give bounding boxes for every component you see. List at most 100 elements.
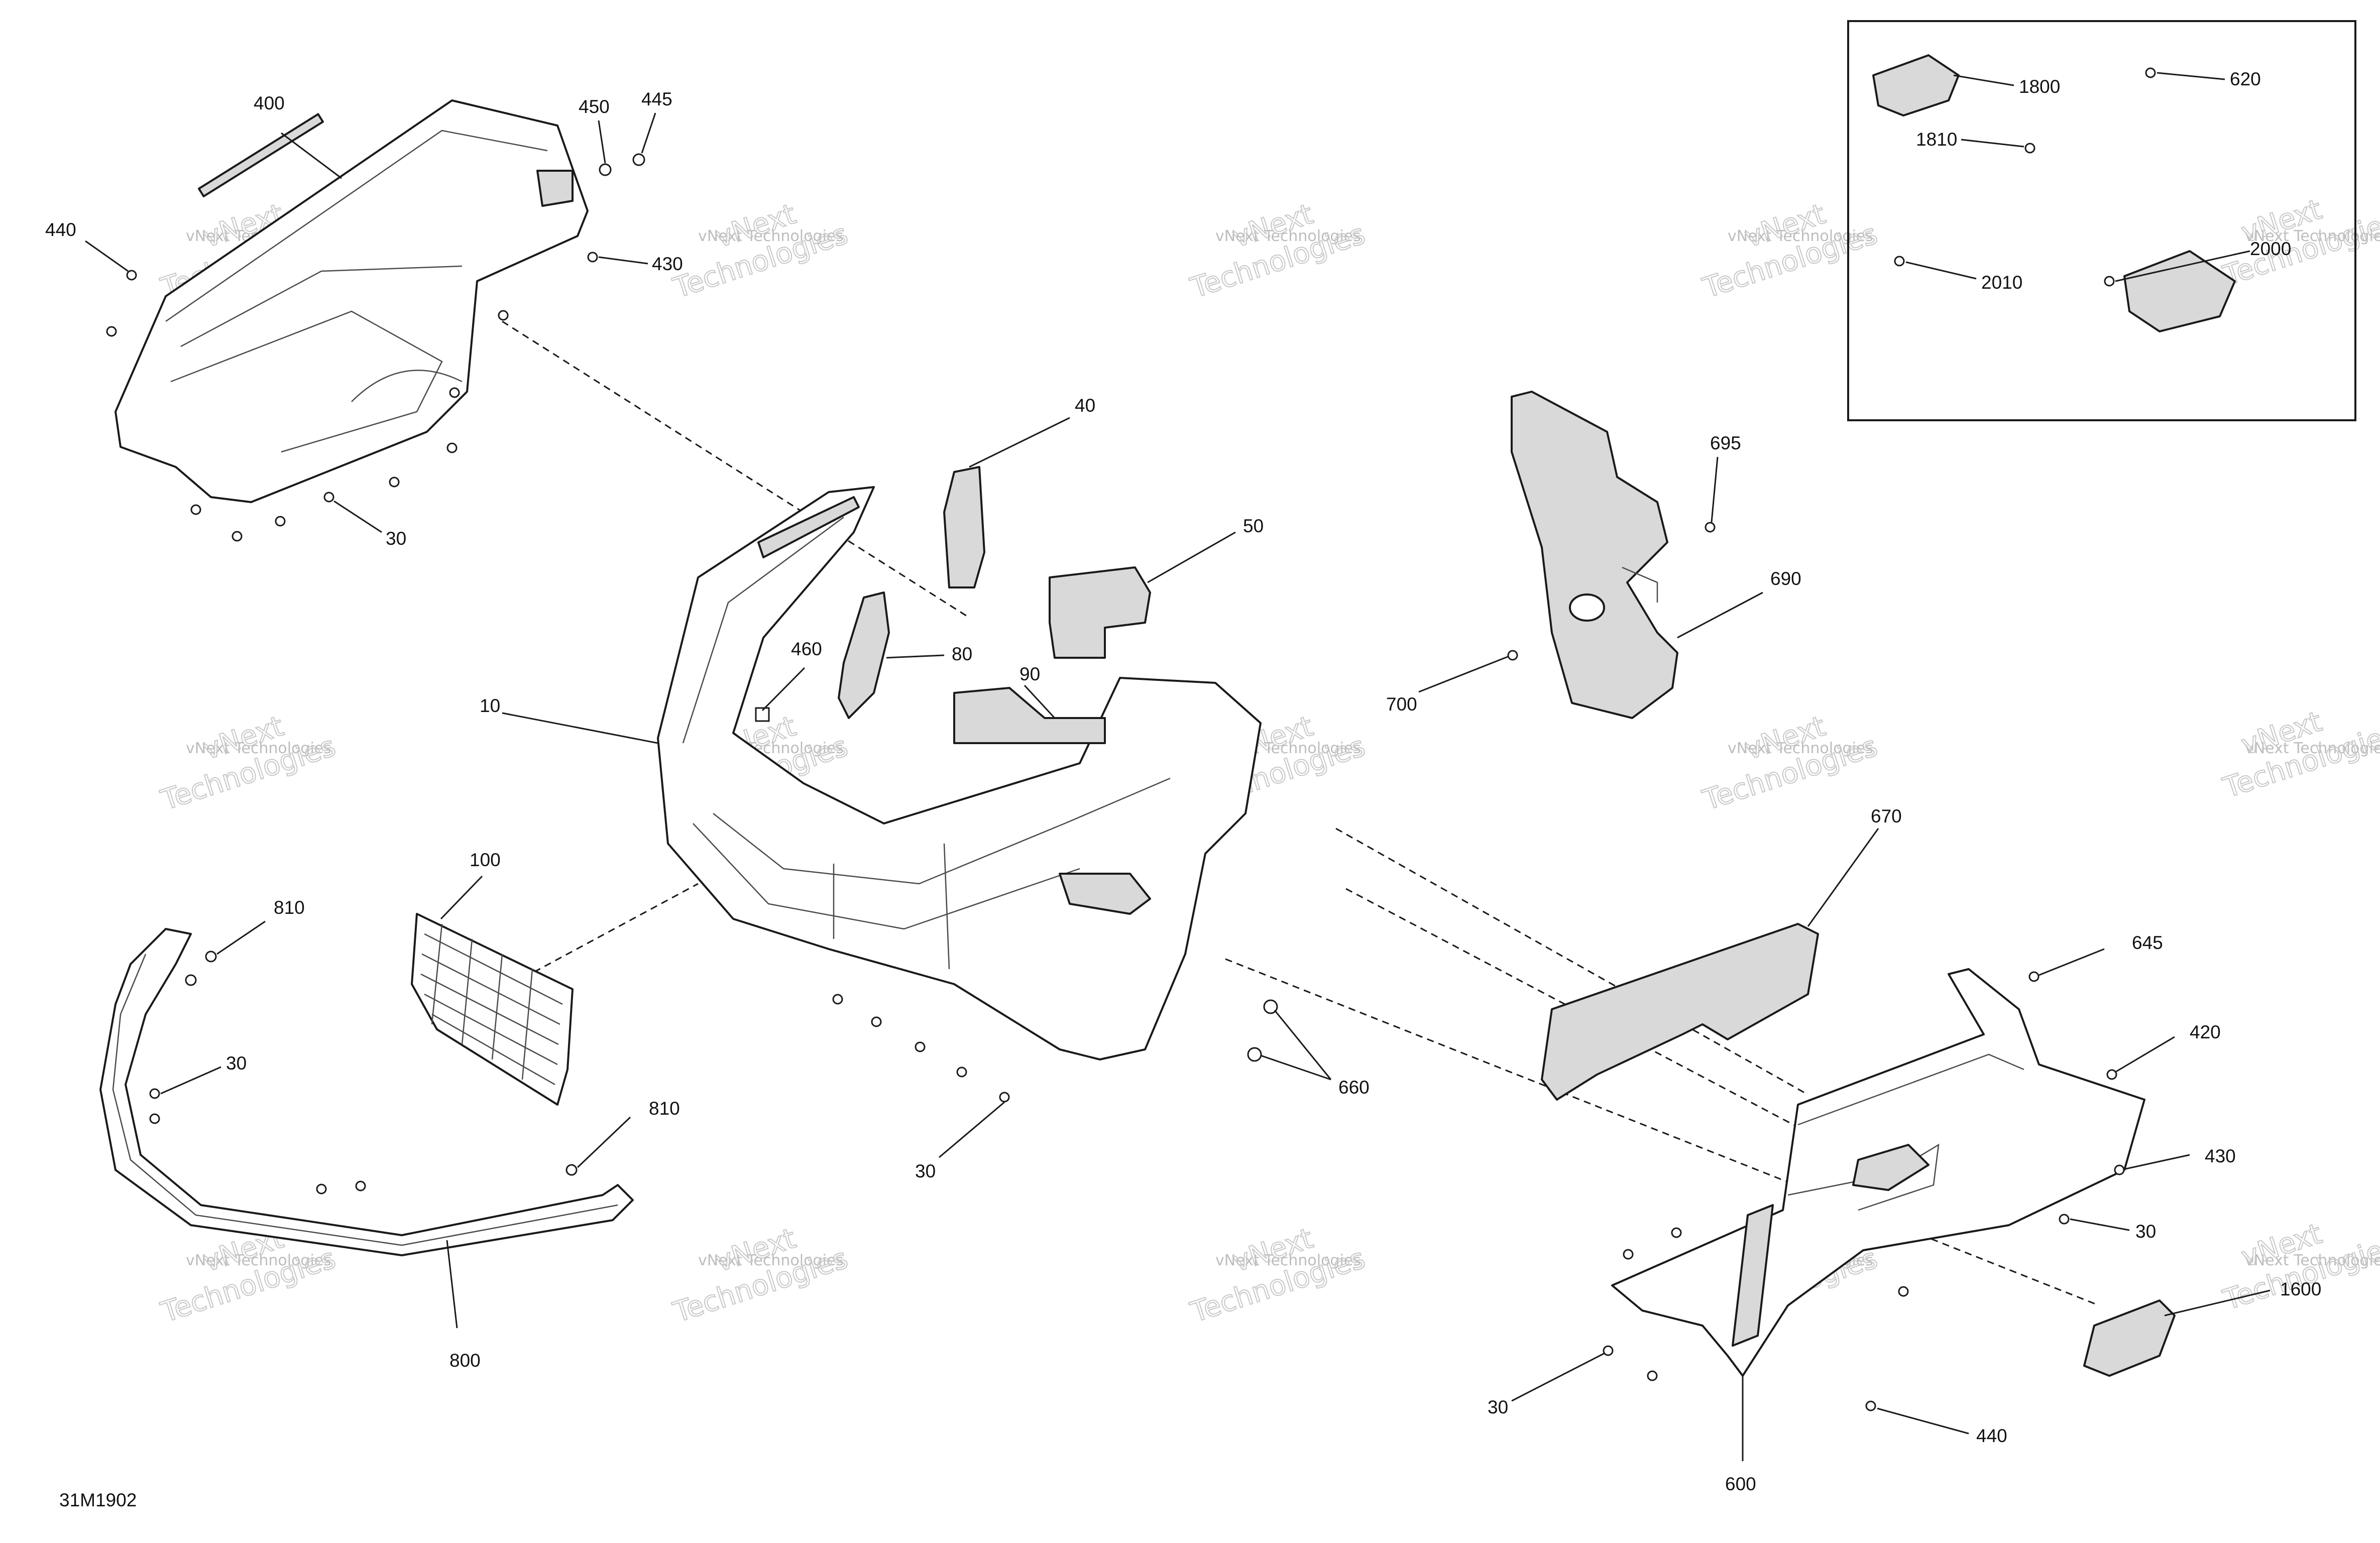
screw-icon (999, 1092, 1010, 1103)
screw-icon (323, 492, 334, 503)
callout-430: 430 (2205, 1146, 2236, 1166)
leader-line (1877, 1407, 1969, 1435)
callout-1810: 1810 (1916, 129, 1957, 150)
leader-line (2125, 1154, 2190, 1170)
screw-icon (1603, 1345, 1614, 1356)
callout-645: 645 (2132, 932, 2163, 953)
leader-line (1147, 531, 1236, 583)
screw-icon (275, 516, 286, 527)
leader-line (85, 240, 129, 272)
assembly-line (1335, 827, 1808, 1096)
leader-line (1274, 1010, 1332, 1080)
leader-line (1260, 1054, 1331, 1081)
screw-icon (190, 504, 201, 515)
callout-10: 10 (480, 695, 500, 716)
callout-430: 430 (652, 254, 683, 274)
screw-icon (832, 994, 843, 1005)
leader-line (2157, 72, 2225, 80)
grommet-icon (1263, 999, 1278, 1014)
leader-line (2038, 948, 2105, 976)
screw-icon (1705, 522, 1716, 533)
washer-icon (587, 252, 598, 263)
part-690-side-shield (1511, 391, 1678, 719)
screw-icon (871, 1016, 882, 1027)
screw-icon (1647, 1370, 1658, 1381)
callout-460: 460 (791, 639, 822, 659)
callout-450: 450 (579, 96, 610, 117)
leader-line (502, 712, 658, 744)
shield-outline (1511, 391, 1678, 719)
callout-30: 30 (386, 528, 406, 549)
callout-30: 30 (915, 1161, 936, 1181)
screw-icon (2024, 143, 2035, 154)
screw-icon (498, 310, 509, 321)
leader-line (1961, 139, 2024, 148)
fasteners (106, 67, 2156, 1411)
callout-670: 670 (1871, 806, 1902, 826)
part-50-foam (1049, 566, 1151, 659)
nut-icon (599, 163, 612, 176)
screw-icon (1865, 1400, 1876, 1411)
leader-line (440, 875, 483, 920)
leader-line (2115, 1036, 2175, 1073)
callout-660: 660 (1338, 1077, 1370, 1098)
callout-600: 600 (1725, 1474, 1756, 1494)
callout-2010: 2010 (1981, 272, 2022, 293)
screw-icon (149, 1088, 160, 1099)
leader-line (216, 920, 266, 955)
screw-icon (1623, 1249, 1634, 1260)
leader-line (160, 1066, 221, 1095)
part-2000-bracket (2123, 250, 2236, 332)
screw-icon (205, 951, 217, 963)
screw-icon (389, 477, 400, 488)
screw-icon (1671, 1227, 1682, 1238)
callout-700: 700 (1386, 694, 1417, 715)
leader-line (886, 654, 945, 659)
panel-edge-detail (170, 310, 443, 453)
watermark-text: vNext Technologies (2245, 740, 2380, 757)
watermark-text: vNext Technologies (186, 1252, 331, 1269)
leader-line (446, 1240, 458, 1329)
inset-frame (1847, 20, 2356, 421)
callout-810: 810 (274, 897, 305, 918)
part-600-lower-skid (1611, 968, 2145, 1377)
watermark-text: vNext Technologies (1215, 227, 1361, 245)
callout-90: 90 (1019, 664, 1040, 684)
part-90-foam (953, 687, 1106, 744)
leader-line (1418, 656, 1508, 693)
callout-80: 80 (952, 644, 972, 664)
screw-icon (449, 387, 460, 398)
watermark-text: vNext Technologies (698, 1252, 844, 1269)
leader-line (969, 417, 1070, 468)
part-1800-bracket (1872, 54, 1960, 116)
screw-icon (2059, 1214, 2070, 1225)
watermark-logo: vNext Technologies (2219, 705, 2380, 805)
leader-line (1711, 456, 1719, 523)
callout-30: 30 (226, 1053, 247, 1074)
callout-30: 30 (1488, 1397, 1508, 1417)
leader-line (1905, 261, 1977, 280)
callout-800: 800 (449, 1350, 481, 1371)
part-400-upper-panel (115, 99, 589, 503)
screw-icon (106, 326, 117, 337)
part-1600-light (2083, 1299, 2176, 1377)
screw-icon (915, 1041, 926, 1052)
leader-line (939, 1101, 1005, 1158)
panel-trim (197, 113, 324, 197)
fascia-edge-detail (682, 516, 844, 744)
screw-icon (2028, 971, 2039, 982)
leader-line (1024, 684, 1056, 719)
callout-420: 420 (2190, 1022, 2221, 1042)
foam-blocks (838, 466, 1151, 744)
fascia-light-housing (1059, 873, 1151, 915)
callout-50: 50 (1243, 516, 1264, 536)
skid-edge-detail (1797, 1053, 2024, 1126)
bumper-outline (99, 928, 634, 1256)
grommet-icon (1247, 1047, 1262, 1062)
panel-cutout (351, 370, 463, 402)
leader-line (1677, 591, 1763, 639)
leader-line (281, 132, 342, 179)
panel-edge-detail (165, 130, 548, 322)
watermark-text: vNext Technologies (698, 227, 844, 245)
